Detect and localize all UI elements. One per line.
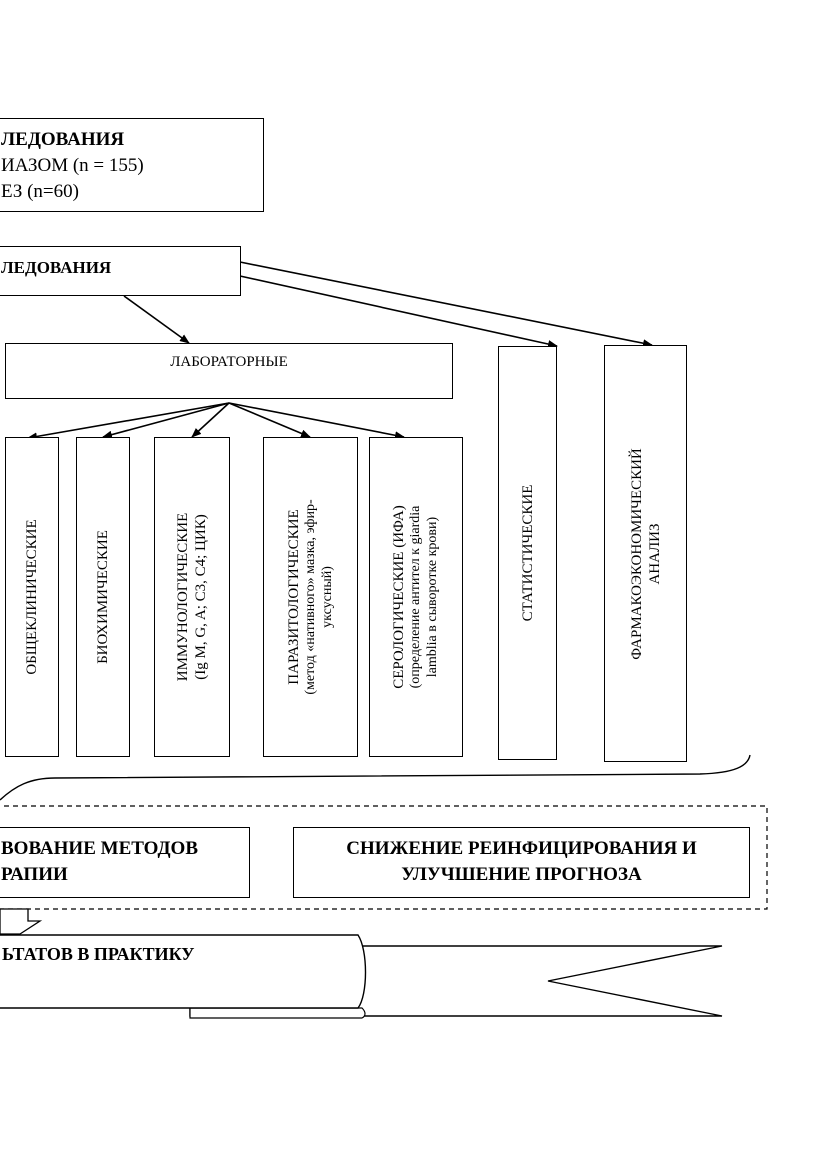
column-biochemical: БИОХИМИЧЕСКИЕ [76,437,130,757]
column-sublabel-2: уксусный) [319,566,335,628]
column-parasitological: ПАРАЗИТОЛОГИЧЕСКИЕ (метод «нативного» ма… [263,437,358,757]
column-sublabel-2: lamblia в сыворотке крови) [425,516,440,678]
column-sublabel: (метод «нативного» мазка, эфир- [302,499,318,695]
column-label: ИММУНОЛОГИЧЕСКИЕ [175,512,191,682]
column-sublabel: АНАЛИЗ [646,522,663,585]
result-reinfection-box: СНИЖЕНИЕ РЕИНФИЦИРОВАНИЯ И УЛУЧШЕНИЕ ПРО… [293,827,750,898]
down-arrow-shape [0,908,43,935]
column-general-clinical: ОБЩЕКЛИНИЧЕСКИЕ [5,437,59,757]
column-label: СЕРОЛОГИЧЕСКИЕ (ИФА) [391,505,408,689]
result-reinfection-line-1: СНИЖЕНИЕ РЕИНФИЦИРОВАНИЯ И [346,838,697,859]
study-group-2: ЕЗ (n=60) [1,181,79,202]
column-serological: СЕРОЛОГИЧЕСКИЕ (ИФА) (определение антите… [369,437,463,757]
arrow-to-col-5 [228,402,405,440]
result-reinfection-line-2: УЛУЧШЕНИЕ ПРОГНОЗА [401,864,642,885]
study-group-1: ИАЗОМ (n = 155) [1,155,144,176]
arrow-to-pharmaco [239,261,653,348]
arrow-to-col-1 [27,402,230,441]
methods-title: ЛЕДОВАНИЯ [1,258,112,277]
result-therapy-line-1: ВОВАНИЕ МЕТОДОВ [1,838,199,859]
arrow-to-col-2 [102,402,230,439]
arrow-to-statistics [239,275,558,348]
arrow-to-lab [123,295,190,344]
arrow-to-col-4 [228,402,311,438]
results-dashed-frame [0,805,768,910]
arrow-to-col-3 [191,402,230,438]
study-population-box: ЛЕДОВАНИЯ ИАЗОМ (n = 155) ЕЗ (n=60) [0,118,264,212]
result-therapy-line-2: РАПИИ [1,864,68,885]
column-pharmacoeconomic: ФАРМАКОЭКОНОМИЧЕСКИЙ АНАЛИЗ [604,345,687,762]
result-therapy-box: ВОВАНИЕ МЕТОДОВ РАПИИ [0,827,250,898]
banner-label: ЬТАТОВ В ПРАКТИКУ [2,944,195,964]
banner-ribbon-front [0,934,367,1009]
summary-brace [0,754,751,801]
banner-ribbon-fold [189,1007,366,1019]
column-label: ПАРАЗИТОЛОГИЧЕСКИЕ [285,509,302,685]
laboratory-box: ЛАБОРАТОРНЫЕ [5,343,453,399]
column-immunological: ИММУНОЛОГИЧЕСКИЕ (Ig M, G, A; C3, C4; ЦИ… [154,437,230,757]
column-label: ФАРМАКОЭКОНОМИЧЕСКИЙ [628,447,645,660]
column-statistical: СТАТИСТИЧЕСКИЕ [498,346,557,760]
methods-box: ЛЕДОВАНИЯ [0,246,241,296]
laboratory-title: ЛАБОРАТОРНЫЕ [170,354,288,370]
column-label: СТАТИСТИЧЕСКИЕ [519,484,536,622]
study-title: ЛЕДОВАНИЯ [1,129,125,150]
column-label: БИОХИМИЧЕСКИЕ [95,530,111,664]
column-sublabel: (Ig M, G, A; C3, C4; ЦИК) [193,514,209,680]
column-sublabel: (определение антител к giardia [408,505,424,689]
column-label: ОБЩЕКЛИНИЧЕСКИЕ [24,519,40,675]
